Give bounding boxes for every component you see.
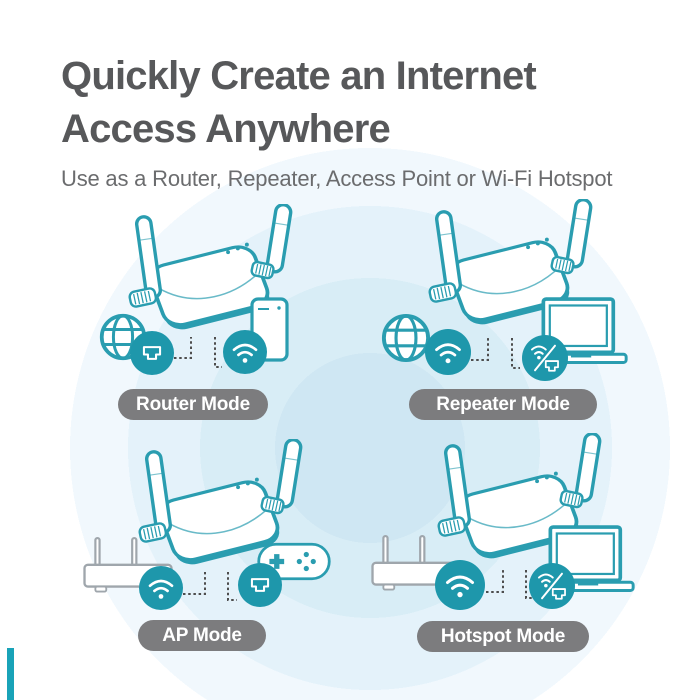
page-subtitle: Use as a Router, Repeater, Access Point …	[61, 166, 613, 191]
dotted-connectors	[183, 572, 237, 601]
wifi-signal-icon	[139, 566, 183, 610]
accent-bar	[7, 648, 14, 700]
dotted-connectors	[486, 570, 532, 599]
ethernet-port-icon	[130, 331, 174, 375]
router-mode-illustration	[99, 204, 294, 375]
ap-mode-label: AP Mode	[138, 620, 266, 651]
repeater-mode-illustration	[381, 199, 628, 381]
dotted-connectors	[174, 337, 222, 368]
dotted-connectors	[471, 338, 520, 369]
wifi-signal-icon	[435, 560, 485, 610]
router-mode-label: Router Mode	[118, 389, 268, 420]
wifi-ethernet-combo-icon	[529, 563, 575, 609]
page-title-line1: Quickly Create an Internet	[61, 54, 537, 98]
repeater-mode-label: Repeater Mode	[409, 389, 597, 420]
page-title-line2: Access Anywhere	[61, 107, 391, 151]
header: Quickly Create an Internet Access Anywhe…	[61, 50, 612, 192]
globe-internet-icon	[381, 313, 431, 363]
ethernet-port-icon	[238, 563, 282, 607]
hotspot-mode-label: Hotspot Mode	[417, 621, 589, 652]
wifi-signal-icon	[223, 330, 267, 374]
wifi-signal-icon	[425, 329, 471, 375]
wifi-ethernet-combo-icon	[522, 335, 568, 381]
hotspot-mode-illustration	[371, 433, 635, 610]
page-title: Quickly Create an Internet Access Anywhe…	[61, 50, 612, 156]
ap-mode-illustration	[83, 439, 330, 610]
